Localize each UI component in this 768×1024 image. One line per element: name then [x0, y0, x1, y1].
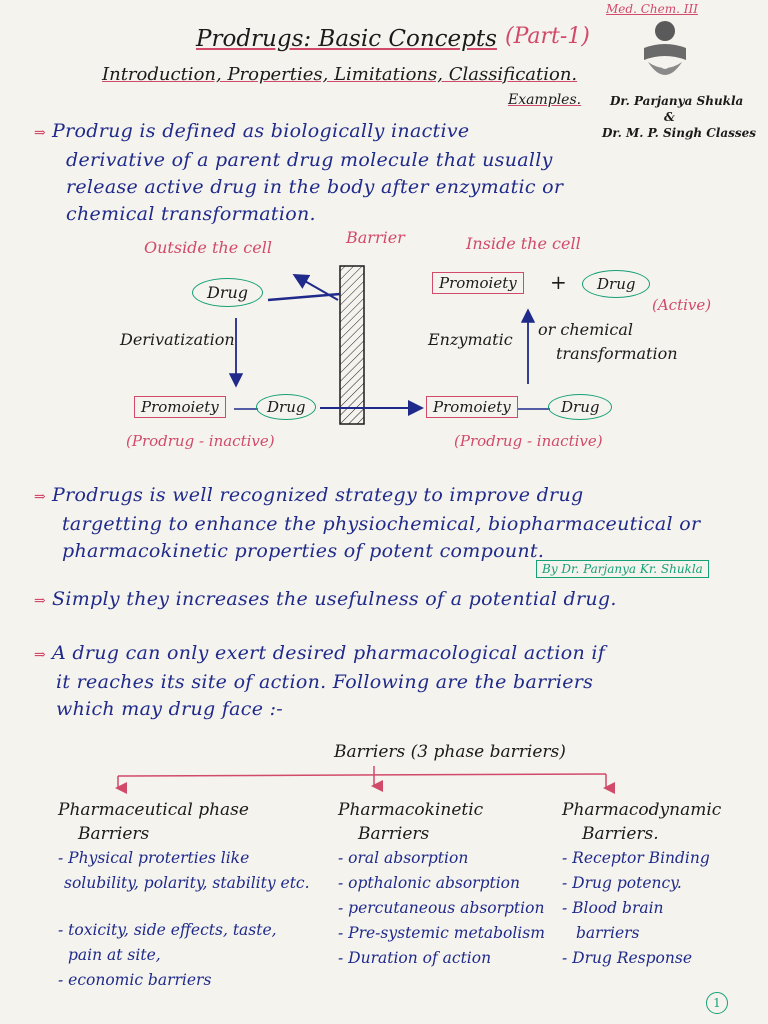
plus-sign: + [550, 270, 567, 294]
arrow-bullet-icon: ⇒ [34, 489, 47, 505]
list-item: - Physical proterties like [58, 849, 250, 867]
barrier-wall [339, 265, 365, 425]
course-tag: Med. Chem. III [606, 2, 698, 16]
col3-heading: Pharmacodynamic [562, 800, 722, 820]
col3-subheading: Barriers. [582, 824, 659, 844]
derivatization-label: Derivatization [120, 330, 235, 349]
barriers-intro-paragraph: ⇒A drug can only exert desired pharmacol… [34, 642, 606, 720]
outside-cell-label: Outside the cell [144, 238, 272, 257]
list-item: pain at site, [68, 946, 161, 964]
diagram-arrows [228, 265, 550, 425]
drug-node-outside: Drug [192, 278, 264, 307]
strategy-paragraph: ⇒Prodrugs is well recognized strategy to… [34, 484, 701, 562]
promoiety-box-top: Promoiety [432, 272, 524, 294]
page-subtitle-examples: Examples. [508, 92, 582, 108]
arrow-bullet-icon: ⇒ [34, 125, 47, 141]
pharmacokinetic-column: Pharmacokinetic Barriers - oral absorpti… [338, 798, 545, 971]
col1-subheading: Barriers [78, 824, 150, 844]
list-item: solubility, polarity, stability etc. [64, 874, 310, 892]
pharmacodynamic-column: Pharmacodynamic Barriers. - Receptor Bin… [562, 798, 721, 971]
active-label: (Active) [652, 296, 712, 314]
barriers-heading: Barriers (3 phase barriers) [334, 742, 566, 762]
enzymatic-label: Enzymatic [428, 330, 513, 349]
usefulness-paragraph: ⇒Simply they increases the usefulness of… [34, 588, 617, 610]
arrow-bullet-icon: ⇒ [34, 647, 47, 663]
barrier-label: Barrier [346, 228, 405, 247]
list-item: - percutaneous absorption [338, 899, 545, 917]
promoiety-box-left: Promoiety [134, 396, 226, 418]
list-item: - toxicity, side effects, taste, [58, 921, 277, 939]
arrow-bullet-icon: ⇒ [34, 593, 47, 609]
list-item: - Blood brain [562, 899, 664, 917]
bounce-back-arrow [292, 274, 339, 301]
drug-node-bottom-left: Drug [256, 394, 317, 420]
inside-cell-label: Inside the cell [466, 234, 581, 253]
intro-paragraph: ⇒Prodrug is defined as biologically inac… [34, 120, 564, 225]
title-part: (Part-1) [505, 24, 590, 49]
col2-subheading: Barriers [358, 824, 430, 844]
list-item: - Drug potency. [562, 874, 682, 892]
col1-heading: Pharmaceutical phase [58, 800, 249, 820]
drug-node-bottom-right: Drug [548, 394, 613, 420]
logo-icon [636, 18, 694, 92]
list-item: - opthalonic absorption [338, 874, 520, 892]
author-amp: & [664, 110, 675, 124]
chemical-label: or chemical [538, 320, 634, 339]
list-item: - Receptor Binding [562, 849, 710, 867]
prodrug-label-right: (Prodrug - inactive) [454, 432, 603, 450]
list-item: - Drug Response [562, 949, 692, 967]
promoiety-box-right: Promoiety [426, 396, 518, 418]
credit-badge: By Dr. Parjanya Kr. Shukla [536, 560, 709, 578]
page-title: Prodrugs: Basic Concepts [196, 26, 497, 52]
drug-node-active: Drug [582, 270, 651, 298]
list-item: - oral absorption [338, 849, 469, 867]
transformation-label: transformation [556, 344, 678, 363]
list-item: - Pre-systemic metabolism [338, 924, 545, 942]
prodrug-label-left: (Prodrug - inactive) [126, 432, 275, 450]
author-1: Dr. Parjanya Shukla [610, 94, 744, 108]
barriers-tree-lines [115, 766, 615, 794]
page-subtitle: Introduction, Properties, Limitations, C… [102, 64, 578, 85]
page-number: 1 [706, 992, 728, 1014]
list-item: - Duration of action [338, 949, 492, 967]
author-2: Dr. M. P. Singh Classes [602, 126, 757, 140]
list-item: barriers [576, 924, 640, 942]
pharmaceutical-column: Pharmaceutical phase Barriers - Physical… [58, 798, 310, 993]
list-item: - economic barriers [58, 971, 212, 989]
col2-heading: Pharmacokinetic [338, 800, 484, 820]
